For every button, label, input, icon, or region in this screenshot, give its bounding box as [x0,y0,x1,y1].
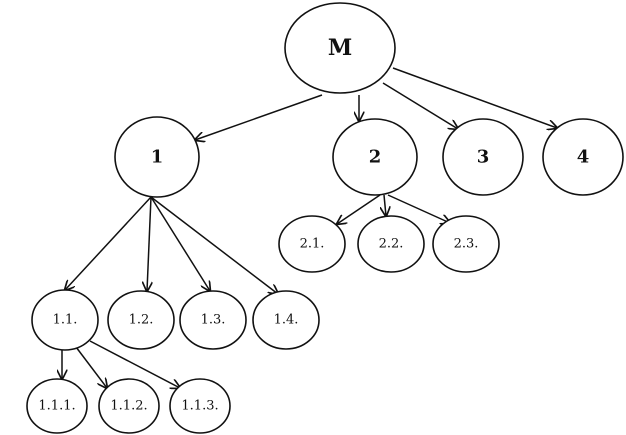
node-2-label: 2 [369,147,382,168]
node-1-1-2-label: 1.1.2. [110,399,147,414]
node-M-label: M [328,35,352,61]
node-1-4-label: 1.4. [274,313,299,328]
node-1-1: 1.1. [31,289,99,351]
node-2-2-label: 2.2. [379,237,404,252]
node-2-circle [332,118,418,196]
node-1-3-label: 1.3. [201,313,226,328]
edges-layer [62,67,557,388]
node-1-1-2-circle [98,378,160,434]
node-4-label: 4 [577,147,590,168]
node-1-circle [114,116,200,198]
arrow-M-to-1 [195,94,323,140]
node-1-label: 1 [151,147,164,168]
node-1-2: 1.2. [107,290,175,350]
node-2-2-circle [357,215,425,273]
node-2-2: 2.2. [357,215,425,273]
arrow-1-to-1-1 [65,196,152,290]
node-2-3-circle [432,215,500,273]
node-1-4-circle [252,290,320,350]
node-1-1-1-circle [26,378,88,434]
node-1-1-circle [31,289,99,351]
node-3-circle [442,118,524,196]
node-1-1-1: 1.1.1. [26,378,88,434]
arrow-1-to-1-4 [150,196,278,294]
node-2-1-circle [278,215,346,273]
node-2-3: 2.3. [432,215,500,273]
node-1-1-label: 1.1. [53,313,78,328]
node-2-3-label: 2.3. [454,237,479,252]
node-M: M [284,2,396,94]
node-3: 3 [442,118,524,196]
arrow-1-to-1-3 [150,196,210,291]
node-1-1-3-label: 1.1.3. [181,399,218,414]
arrow-2-to-2-3 [387,194,450,223]
node-1-1-3-circle [169,378,231,434]
arrow-M-to-3 [382,82,458,129]
node-1-4: 1.4. [252,290,320,350]
arrow-1-to-1-2 [147,196,151,291]
arrow-2-to-2-1 [337,194,381,224]
node-1-3-circle [179,290,247,350]
node-1-2-label: 1.2. [129,313,154,328]
nodes-layer: M 1 2 3 4 2.1. 2.2. 2.3. 1.1. 1.2. 1.3. 1.4. 1.1.1. 1… [26,2,624,434]
node-4-circle [542,118,624,196]
arrow-M-to-4 [392,67,557,128]
node-1-1-3: 1.1.3. [169,378,231,434]
node-2-1: 2.1. [278,215,346,273]
node-4: 4 [542,118,624,196]
arrow-2-to-2-2 [384,194,386,216]
node-3-label: 3 [477,147,490,168]
node-1-1-1-label: 1.1.1. [38,399,75,414]
node-1-3: 1.3. [179,290,247,350]
node-2-1-label: 2.1. [300,237,325,252]
node-2: 2 [332,118,418,196]
arrow-1-1-to-1-1-3 [89,340,180,388]
node-1-2-circle [107,290,175,350]
node-1: 1 [114,116,200,198]
node-M-circle [284,2,396,94]
arrow-1-1-to-1-1-2 [75,346,107,388]
node-1-1-2: 1.1.2. [98,378,160,434]
